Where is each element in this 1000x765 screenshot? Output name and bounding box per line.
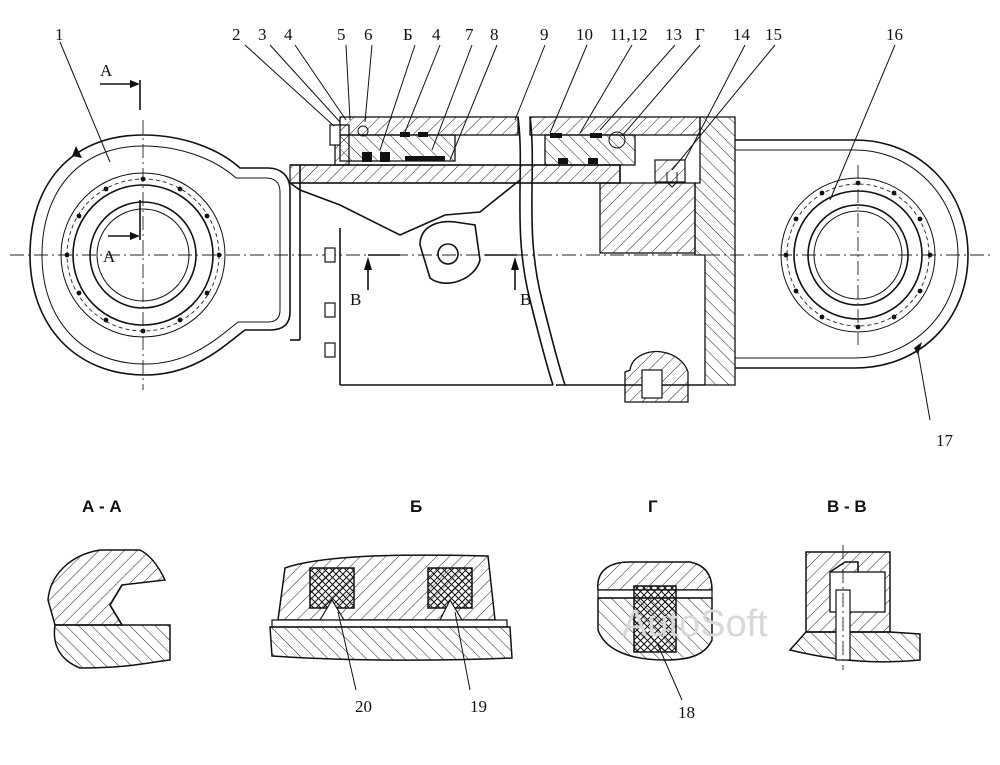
callout-16: 16: [886, 25, 903, 44]
section-marker-aa: [100, 80, 141, 240]
callout-5: 5: [337, 25, 346, 44]
section-aa-title: А - А: [82, 497, 122, 516]
callout-8: 8: [490, 25, 499, 44]
callout-10: 10: [576, 25, 593, 44]
callout-11-12: 11,12: [610, 25, 648, 44]
section-g: Г 18: [597, 497, 713, 722]
marker-a-mid: А: [103, 247, 116, 266]
section-aa: А - А: [47, 497, 171, 669]
callout-18: 18: [678, 703, 695, 722]
seal-18: [633, 585, 677, 653]
cylinder-body: [289, 116, 736, 403]
right-eye-bracket: [735, 139, 969, 369]
callout-13: 13: [665, 25, 682, 44]
callout-17: 17: [936, 431, 954, 450]
callout-4b: 4: [432, 25, 441, 44]
left-eye-bolt-circle: [64, 176, 222, 334]
left-lube-fitting: [72, 146, 82, 158]
callout-9: 9: [540, 25, 549, 44]
callout-14: 14: [733, 25, 751, 44]
section-b: Б 20 19: [269, 497, 513, 716]
section-vv-title: В - В: [827, 497, 867, 516]
section-g-title: Г: [648, 497, 658, 516]
watermark: AutoSoft: [622, 603, 768, 645]
marker-v-left: В: [350, 290, 361, 309]
callout-g: Г: [695, 25, 705, 44]
callout-19: 19: [470, 697, 487, 716]
callout-4: 4: [284, 25, 293, 44]
marker-a-top: А: [100, 61, 113, 80]
callout-3: 3: [258, 25, 267, 44]
callout-b: Б: [403, 25, 413, 44]
left-eye-bracket: [29, 120, 291, 390]
callout-6: 6: [364, 25, 373, 44]
right-lube-fitting: [914, 342, 922, 355]
callout-15: 15: [765, 25, 782, 44]
right-eye-bolt-circle: [783, 180, 933, 330]
main-view: 1 2 3 4 5 6 Б 4 7 8 9 10 11,12 13 Г 14 1…: [10, 25, 990, 450]
callout-20: 20: [355, 697, 372, 716]
callout-7: 7: [465, 25, 474, 44]
section-vv: В - В: [788, 497, 921, 670]
leader-lines: [59, 41, 931, 421]
callout-1: 1: [55, 25, 64, 44]
section-b-title: Б: [410, 497, 422, 516]
marker-v-right: В: [520, 290, 531, 309]
callout-2: 2: [232, 25, 241, 44]
